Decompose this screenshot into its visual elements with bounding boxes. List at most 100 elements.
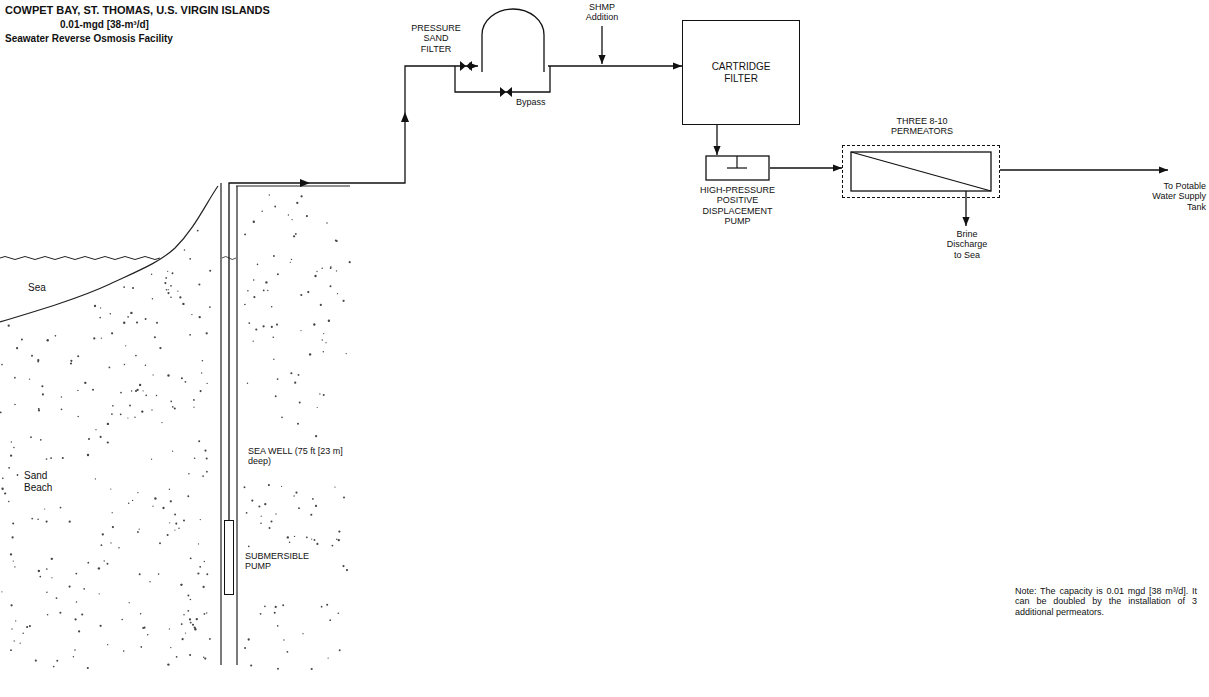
sand-dot — [248, 638, 250, 640]
sand-dot — [244, 647, 246, 649]
sand-dot — [109, 367, 111, 369]
sea-surface — [0, 257, 160, 260]
sand-dot — [8, 325, 10, 327]
sand-dot — [162, 507, 164, 509]
sand-dot — [202, 586, 204, 588]
sand-dot — [290, 372, 292, 374]
sand-dot — [172, 272, 174, 274]
sand-dot — [1, 364, 3, 366]
sand-dot — [125, 345, 126, 346]
sand-dot — [247, 290, 249, 292]
sand-dot — [288, 214, 289, 215]
sand-dot — [199, 566, 201, 568]
sand-dot — [330, 285, 332, 287]
sand-dot — [11, 628, 12, 629]
sand-dot — [274, 612, 276, 614]
sand-dot — [204, 658, 206, 660]
sand-dot — [294, 536, 295, 537]
sand-dot — [12, 522, 14, 524]
sand-dot — [130, 312, 132, 314]
sand-dot — [46, 521, 48, 523]
annotation-label: Bypass — [516, 97, 546, 107]
sand-dot — [323, 333, 324, 334]
sand-dot — [78, 630, 80, 632]
annotation-label: Brine Discharge to Sea — [944, 229, 990, 260]
sand-dot — [268, 484, 270, 486]
sand-dot — [193, 399, 195, 401]
sand-dot — [191, 314, 192, 315]
sand-dot — [209, 306, 211, 308]
sand-dot — [251, 500, 253, 502]
sand-dot — [107, 563, 109, 565]
sand-dot — [314, 275, 316, 277]
sand-dot — [13, 560, 14, 561]
sand-dot — [110, 489, 111, 490]
sand-dot — [320, 304, 322, 306]
sand-dot — [190, 557, 192, 559]
sand-dot — [273, 359, 274, 360]
sand-dot — [275, 606, 277, 608]
sand-dot — [311, 538, 312, 539]
sand-dot — [137, 492, 138, 493]
sand-dot — [76, 601, 78, 603]
sand-dot — [196, 618, 198, 620]
sand-dot — [273, 255, 275, 257]
sand-dot — [300, 330, 301, 331]
sand-dot — [321, 268, 323, 270]
sand-dot — [275, 513, 276, 514]
permeator-group-outline — [843, 146, 999, 197]
sand-dot — [258, 506, 260, 508]
sand-dot — [21, 339, 23, 341]
sand-dot — [264, 606, 266, 608]
sand-dot — [206, 573, 208, 575]
diagram-title: COWPET BAY, ST. THOMAS, U.S. VIRGIN ISLA… — [5, 4, 270, 17]
sand-dot — [10, 649, 12, 651]
sand-dot — [112, 512, 113, 513]
sand-dot — [298, 374, 300, 376]
annotation-label: To Potable Water Supply Tank — [1138, 181, 1206, 212]
sand-dot — [22, 633, 24, 635]
sand-dot — [295, 492, 297, 494]
sand-dot — [51, 558, 53, 560]
sand-dot — [198, 283, 200, 285]
sand-dot — [314, 539, 316, 541]
sand-dot — [167, 534, 169, 536]
sand-dot — [12, 536, 14, 538]
annotation-label: Sea — [28, 282, 46, 294]
sand-dot — [17, 474, 19, 476]
sand-dot — [129, 602, 130, 603]
sand-dot — [69, 521, 71, 523]
sand-dot — [87, 667, 89, 669]
sand-dot — [102, 533, 104, 535]
sand-dot — [202, 360, 204, 362]
sand-dot — [204, 561, 205, 562]
sand-dot — [77, 416, 79, 418]
sand-dot — [35, 660, 37, 662]
sand-dot — [190, 622, 192, 624]
sand-dot — [261, 516, 262, 517]
sand-dot — [312, 498, 314, 500]
sand-dot — [15, 620, 16, 621]
sand-dot — [182, 638, 184, 640]
sand-dot — [167, 271, 168, 272]
sand-dot — [181, 584, 183, 586]
sand-dot — [134, 417, 135, 418]
sand-dot — [293, 495, 294, 496]
sand-dot — [112, 405, 114, 407]
sand-dot — [179, 296, 181, 298]
annotation-label: Seawater Reverse Osmosis Facility — [5, 33, 173, 45]
sand-dot — [206, 332, 208, 334]
sand-dot — [136, 389, 138, 391]
sand-dot — [282, 604, 284, 606]
sand-dot — [59, 612, 61, 614]
sand-dot — [100, 625, 102, 627]
sand-dot — [118, 547, 120, 549]
sand-dot — [5, 493, 6, 494]
chemical-feed-line — [601, 26, 602, 64]
sand-dot — [81, 613, 83, 615]
sand-dot — [153, 374, 154, 375]
sand-dot — [172, 406, 174, 408]
sand-dot — [321, 339, 322, 340]
sand-dot — [16, 347, 18, 349]
